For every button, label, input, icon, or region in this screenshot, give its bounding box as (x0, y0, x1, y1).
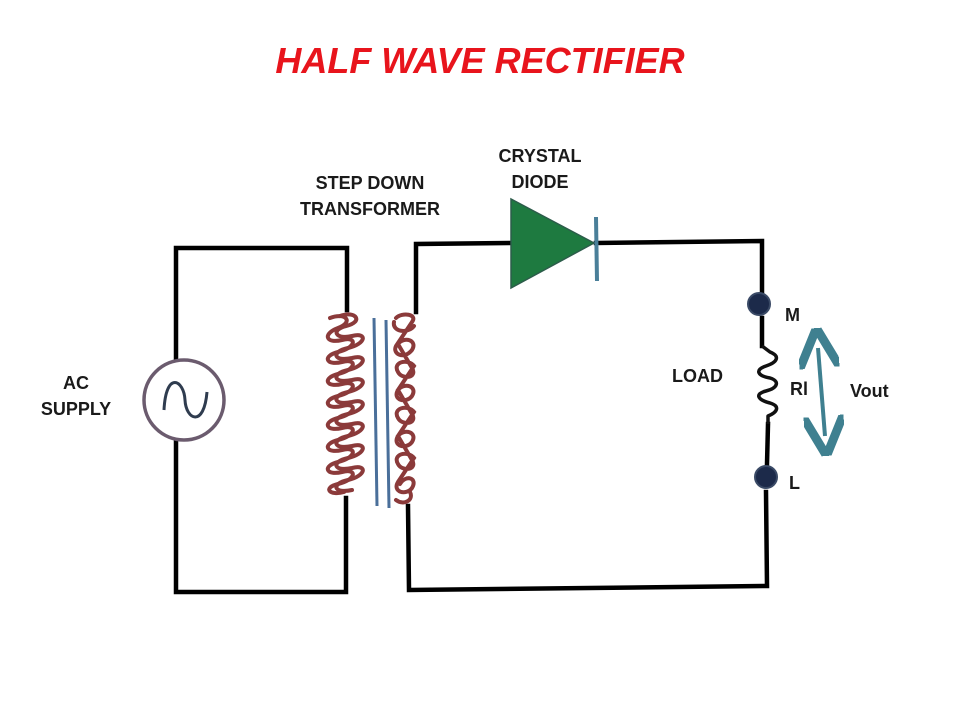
ac-supply-label-line2: SUPPLY (40, 399, 112, 419)
wire-primary-bottom (173, 439, 349, 595)
wire-resistor-to-l (764, 421, 771, 467)
terminal-l (754, 465, 778, 489)
vout-label: Vout (850, 381, 889, 401)
secondary-coil (391, 312, 417, 505)
transformer-label-line1: STEP DOWN (315, 173, 425, 193)
transformer-core-right (384, 319, 391, 509)
transformer-label: STEP DOWN TRANSFORMER (280, 170, 460, 222)
primary-coil (326, 312, 365, 495)
wire-secondary-bottom (405, 489, 770, 593)
diagram-title: HALF WAVE RECTIFIER (275, 40, 685, 81)
diode-label-line2: DIODE (511, 172, 569, 192)
terminal-l-label: L (789, 473, 800, 493)
ac-source (142, 358, 226, 442)
crystal-diode (510, 197, 599, 290)
transformer-label-line2: TRANSFORMER (300, 199, 440, 219)
transformer (326, 312, 417, 509)
diode-cathode-bar (594, 216, 599, 282)
wire-diode-to-load (593, 238, 765, 295)
ac-supply-label: AC SUPPLY (28, 370, 124, 422)
sine-wave-icon (162, 381, 209, 419)
diode-label: CRYSTAL DIODE (480, 143, 600, 195)
primary-circuit-wires (173, 245, 350, 595)
load-label: LOAD (672, 366, 723, 386)
ac-supply-label-line1: AC (63, 373, 89, 393)
vout-double-arrow (818, 348, 825, 436)
load-resistor (757, 344, 779, 424)
wire-primary-top (173, 245, 350, 363)
terminal-m-label: M (785, 305, 800, 325)
diode-triangle (510, 197, 596, 290)
terminal-m (747, 292, 771, 316)
wire-secondary-top (413, 240, 515, 315)
secondary-circuit-wires (405, 238, 771, 593)
transformer-core-left (372, 317, 379, 507)
diode-label-line1: CRYSTAL (498, 146, 582, 166)
